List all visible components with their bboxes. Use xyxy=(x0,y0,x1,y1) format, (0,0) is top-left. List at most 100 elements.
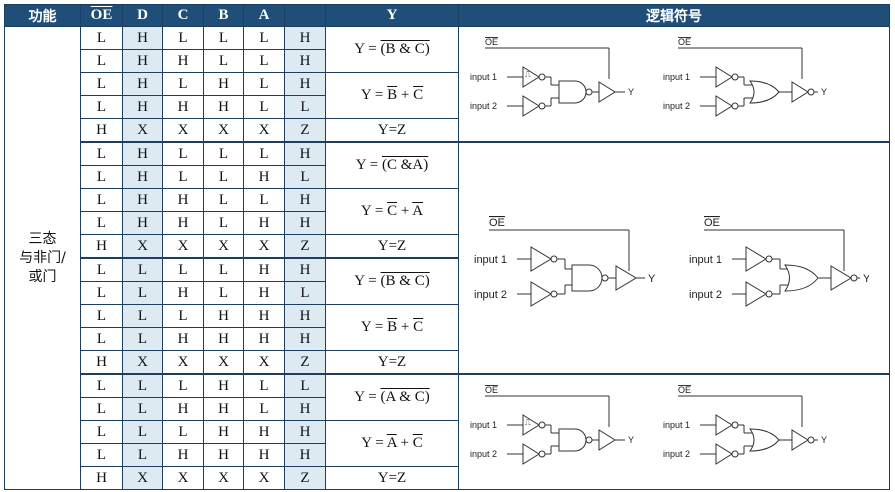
cell-d: L xyxy=(122,281,163,305)
nor-symbol: OE input 1 input 2 Y xyxy=(663,37,827,117)
header-function: 功能 xyxy=(4,4,81,27)
cell-y: Z xyxy=(284,118,326,143)
oe-label: OE xyxy=(489,217,505,229)
cell-c: H xyxy=(162,443,204,467)
logic-symbol-cell: OE input 1 ⎍ input 2 Y OE input 1 xyxy=(458,373,890,490)
header-c: C xyxy=(162,4,204,27)
logic-symbol-cell: OE input 1 ⎍ input 2 Y OE input 1 xyxy=(458,26,890,143)
cell-b: L xyxy=(203,141,244,166)
cell-c: X xyxy=(162,350,204,375)
cell-y: H xyxy=(284,257,326,282)
header-a: A xyxy=(243,4,285,27)
nand-symbol: OE input 1 ⎍ input 2 Y xyxy=(470,385,634,465)
cell-a: X xyxy=(243,118,285,143)
cell-oe: H xyxy=(80,466,123,490)
y-label: Y xyxy=(863,273,869,285)
cell-d: L xyxy=(122,257,163,282)
cell-d: H xyxy=(122,165,163,189)
cell-c: L xyxy=(162,420,204,444)
input1-label: input 1 xyxy=(689,254,722,266)
y-expression: Y = B + C xyxy=(325,304,459,351)
cell-a: H xyxy=(243,304,285,328)
cell-d: L xyxy=(122,373,163,398)
cell-b: X xyxy=(203,234,244,259)
y-expression: Y = B + C xyxy=(325,72,459,119)
cell-c: H xyxy=(162,211,204,235)
cell-oe: L xyxy=(80,397,123,421)
cell-b: H xyxy=(203,420,244,444)
cell-c: L xyxy=(162,304,204,328)
cell-d: H xyxy=(122,211,163,235)
cell-b: L xyxy=(203,165,244,189)
cell-oe: L xyxy=(80,165,123,189)
cell-d: L xyxy=(122,443,163,467)
header-b: B xyxy=(203,4,244,27)
cell-b: H xyxy=(203,373,244,398)
cell-a: X xyxy=(243,466,285,490)
cell-b: L xyxy=(203,49,244,73)
cell-y: H xyxy=(284,443,326,467)
cell-y: H xyxy=(284,211,326,235)
y-label: Y xyxy=(821,87,827,97)
logic-symbol-pair: OE input 1 input 2 Y OE input 1 xyxy=(474,217,869,307)
cell-a: L xyxy=(243,95,285,119)
cell-a: L xyxy=(243,72,285,96)
y-label: Y xyxy=(628,435,634,445)
y-expression: Y = (B & C) xyxy=(325,257,459,305)
cell-c: H xyxy=(162,327,204,351)
cell-d: H xyxy=(122,49,163,73)
cell-d: L xyxy=(122,304,163,328)
cell-b: H xyxy=(203,72,244,96)
cell-oe: L xyxy=(80,26,123,50)
cell-a: L xyxy=(243,397,285,421)
cell-b: L xyxy=(203,211,244,235)
cell-y: H xyxy=(284,304,326,328)
cell-c: L xyxy=(162,373,204,398)
cell-d: H xyxy=(122,188,163,212)
cell-a: L xyxy=(243,26,285,50)
cell-b: H xyxy=(203,397,244,421)
y-expression: Y = A + C xyxy=(325,420,459,467)
cell-c: L xyxy=(162,26,204,50)
input2-label: input 2 xyxy=(689,289,722,301)
cell-y: L xyxy=(284,373,326,398)
input2-label: input 2 xyxy=(663,101,690,111)
cell-y: Z xyxy=(284,350,326,375)
cell-oe: L xyxy=(80,211,123,235)
cell-d: H xyxy=(122,95,163,119)
cell-a: X xyxy=(243,234,285,259)
cell-a: L xyxy=(243,188,285,212)
cell-a: H xyxy=(243,327,285,351)
cell-b: L xyxy=(203,188,244,212)
cell-b: X xyxy=(203,118,244,143)
cell-oe: L xyxy=(80,141,123,166)
cell-a: H xyxy=(243,281,285,305)
header-logic-symbol: 逻辑符号 xyxy=(458,4,890,27)
input1-label: input 1 xyxy=(474,254,507,266)
oe-label: OE xyxy=(678,385,691,395)
cell-c: H xyxy=(162,397,204,421)
header-spacer xyxy=(284,4,326,27)
cell-b: L xyxy=(203,26,244,50)
nor-symbol: OE input 1 input 2 Y xyxy=(663,385,827,465)
y-expression: Y = (A & C) xyxy=(325,373,459,421)
cell-oe: L xyxy=(80,72,123,96)
logic-symbol-pair: OE input 1 ⎍ input 2 Y OE input 1 xyxy=(470,385,827,465)
cell-b: H xyxy=(203,443,244,467)
cell-b: H xyxy=(203,304,244,328)
input1-label: input 1 xyxy=(663,72,690,82)
cell-c: X xyxy=(162,118,204,143)
cell-c: L xyxy=(162,257,204,282)
cell-y: Z xyxy=(284,234,326,259)
cell-c: X xyxy=(162,466,204,490)
cell-d: L xyxy=(122,420,163,444)
